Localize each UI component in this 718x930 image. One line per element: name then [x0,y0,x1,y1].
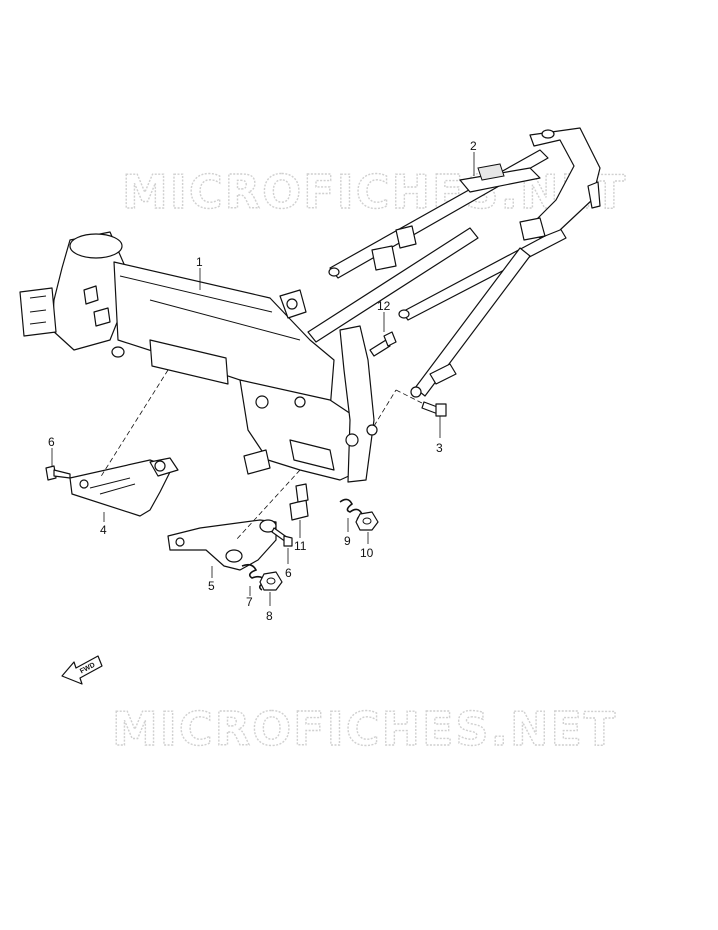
callout-6-right: 6 [285,566,292,580]
rear-bolt [421,401,447,417]
center-bolt [289,483,309,521]
center-nut [355,511,379,531]
callout-9: 9 [344,534,351,548]
right-footrest-bracket [167,519,277,571]
right-bolt [271,527,293,547]
main-frame [19,231,378,483]
rear-frame [307,127,601,398]
watermark-bottom: MICROFICHES.NET [112,702,617,756]
callout-8: 8 [266,609,273,623]
callout-2: 2 [470,139,477,153]
callout-11: 11 [294,539,307,553]
top-bolt [369,331,397,357]
left-bolt [45,465,71,481]
callout-10: 10 [360,546,374,560]
callout-5: 5 [208,579,215,593]
left-footrest-bracket [69,457,179,517]
callout-12: 12 [377,299,391,313]
callout-7: 7 [246,595,253,609]
watermark-top: MICROFICHES.NET [122,165,627,219]
callout-6-left: 6 [48,435,55,449]
callout-3: 3 [436,441,443,455]
callout-1: 1 [196,255,203,269]
right-nut [259,571,283,591]
forward-arrow-icon: FWD [61,655,103,685]
callout-4: 4 [100,523,107,537]
